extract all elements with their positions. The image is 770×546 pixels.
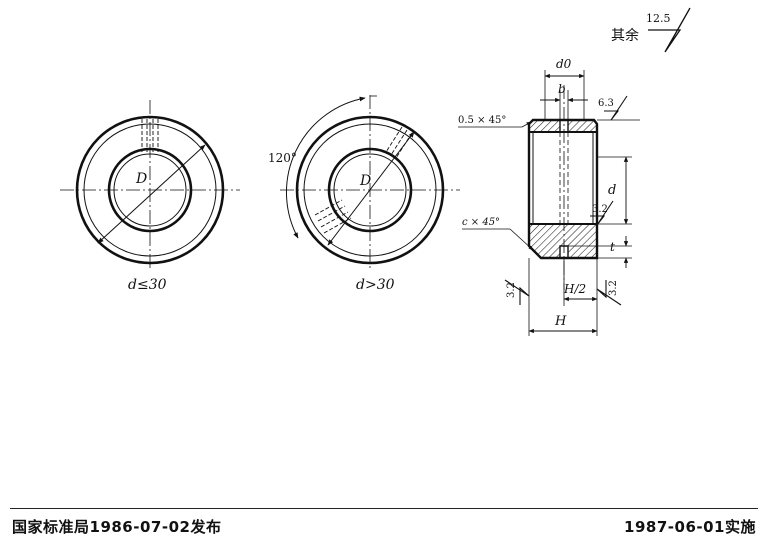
b-label: b	[558, 82, 566, 96]
middle-diameter-label: D	[359, 173, 371, 189]
middle-caption: d>30	[356, 277, 395, 293]
effective-date: 1987-06-01实施	[624, 518, 756, 536]
left-outer-chamfer-circle	[83, 123, 217, 257]
roughness-right-value: 3.2	[608, 280, 619, 296]
chamfer-top-label: 0.5 × 45°	[458, 115, 506, 126]
roughness-left-icon	[504, 279, 530, 305]
d0-label: d0	[556, 57, 572, 71]
middle-ring-view: D 120° d>30	[268, 95, 460, 293]
issued-date: 国家标准局1986-07-02发布	[12, 518, 222, 536]
roughness-top-icon	[604, 95, 628, 121]
chamfer-bottom-label: c × 45°	[462, 217, 500, 228]
roughness-bore-value: 3.2	[592, 204, 608, 215]
roughness-left-value: 3.2	[506, 282, 517, 298]
left-caption: d≤30	[128, 277, 167, 293]
section-bottom-wall-hatch	[529, 224, 597, 258]
t-label: t	[610, 240, 615, 254]
d-label: d	[608, 183, 616, 198]
left-diameter-dimension	[97, 144, 206, 244]
section-top-wall-hatch	[533, 120, 597, 132]
roughness-right-icon	[596, 280, 622, 306]
roughness-bore-icon	[590, 200, 614, 226]
roughness-note-value: 12.5	[646, 12, 671, 25]
roughness-note-label: 其余	[611, 27, 639, 44]
left-outer-circle	[75, 115, 225, 265]
h-half-label: H/2	[563, 282, 586, 296]
h-label: H	[554, 314, 567, 329]
angle-label: 120°	[268, 151, 297, 165]
roughness-top-value: 6.3	[598, 98, 614, 109]
footer-rule	[10, 508, 758, 509]
roughness-symbol-icon	[648, 7, 691, 53]
angle-arc-dimension	[285, 96, 366, 239]
left-diameter-label: D	[135, 171, 147, 187]
section-outline	[527, 118, 599, 260]
roughness-note: 其余 12.5	[611, 7, 691, 53]
section-view: d0 b 6.3 0.5 × 45° c × 45° d 3.2 t	[458, 57, 640, 336]
technical-drawing: 其余 12.5 D d≤30	[60, 7, 691, 336]
left-ring-view: D d≤30	[60, 100, 240, 293]
